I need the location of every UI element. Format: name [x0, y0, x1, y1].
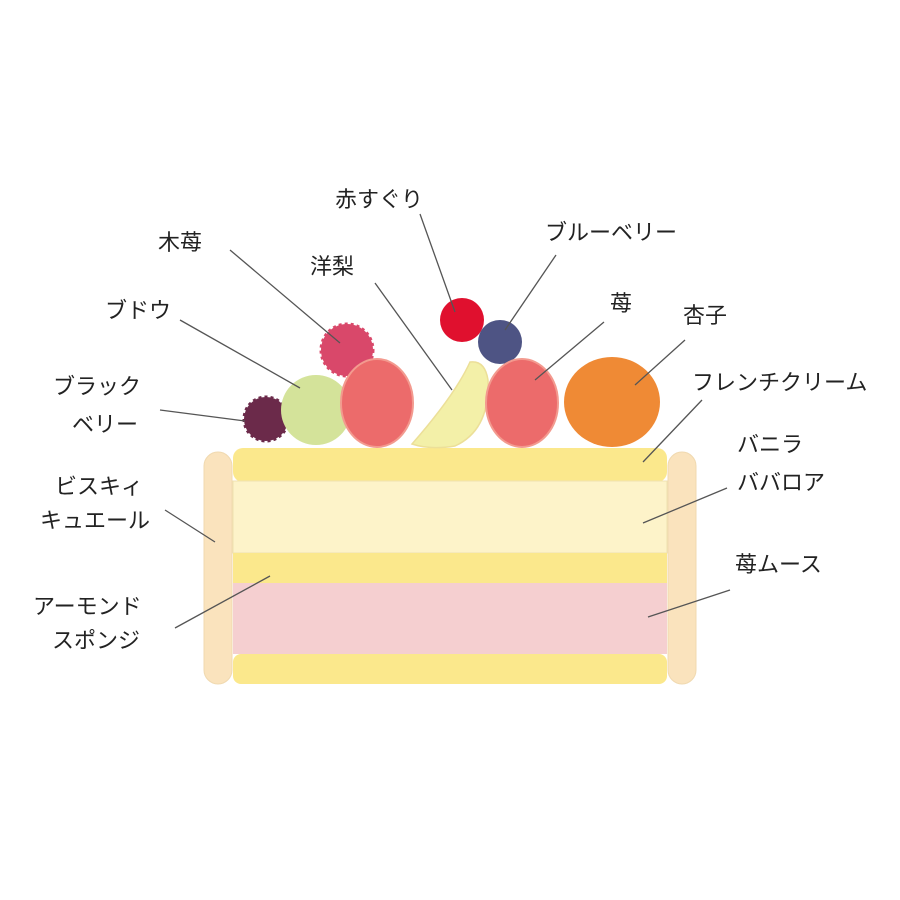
label-pear: 洋梨: [310, 255, 354, 280]
red-currant: [440, 298, 484, 342]
pear-slice: [410, 361, 489, 449]
biscuit-right: [667, 451, 697, 685]
label-blackberry-2: ベリー: [72, 413, 138, 438]
blueberry: [478, 320, 522, 364]
label-strawberry-mousse: 苺ムース: [735, 553, 822, 578]
label-red-currant: 赤すぐり: [335, 188, 423, 213]
layer-vanilla-bavarois: [232, 480, 668, 554]
label-biscuit-2: キュエール: [40, 509, 150, 534]
label-apricot: 杏子: [683, 304, 727, 329]
label-blueberry: ブルーベリー: [545, 221, 677, 246]
label-vanilla-1: バニラ: [737, 433, 803, 458]
label-vanilla-2: ババロア: [737, 471, 825, 496]
layer-strawberry-mousse: [233, 583, 667, 654]
layer-almond-sponge: [233, 553, 667, 583]
leader-lines: [159, 213, 731, 629]
strawberry-left: [340, 358, 414, 448]
label-raspberry: 木苺: [158, 231, 202, 256]
biscuit-left: [203, 451, 233, 685]
label-almond-1: アーモンド: [33, 595, 142, 620]
label-blackberry-1: ブラック: [53, 375, 141, 400]
grape: [281, 375, 351, 445]
layer-french-cream: [233, 448, 667, 482]
apricot: [564, 357, 660, 447]
layer-bottom-sponge: [233, 654, 667, 684]
blackberry: [242, 395, 290, 443]
label-grape: ブドウ: [105, 299, 171, 324]
cake-body: [203, 448, 697, 685]
label-strawberry: 苺: [610, 292, 632, 317]
labels: 赤すぐり ブルーベリー 木苺 洋梨 苺 杏子 ブドウ ブラック ベリー フレンチ…: [33, 188, 867, 654]
label-french-cream: フレンチクリーム: [692, 371, 867, 396]
label-almond-2: スポンジ: [52, 629, 140, 654]
fruits: [242, 298, 660, 449]
label-biscuit-1: ビスキィ: [55, 475, 143, 500]
strawberry-right: [485, 358, 559, 448]
